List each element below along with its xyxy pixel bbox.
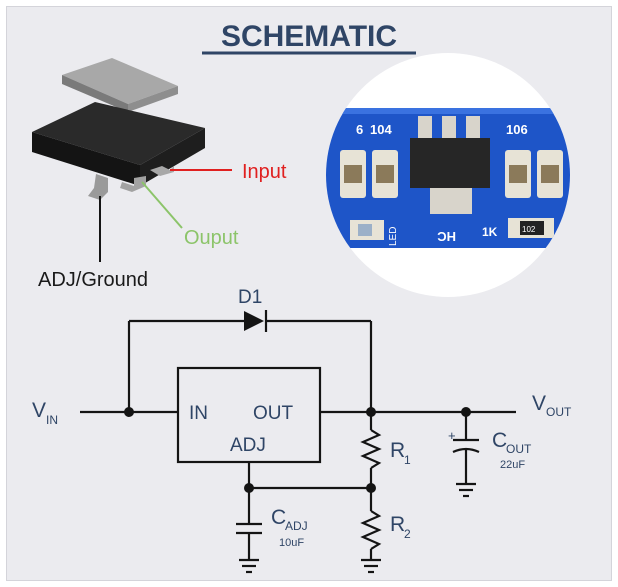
ground-cadj (239, 558, 259, 574)
r1-sub: 1 (404, 453, 411, 467)
pin-in-label: IN (189, 403, 208, 424)
sot223-package (32, 58, 205, 200)
vout-sub: OUT (546, 405, 572, 419)
output-pointer-line (141, 181, 183, 229)
junction-vin (124, 407, 134, 417)
output-label: Ouput (184, 227, 239, 249)
cadj-value: 10uF (279, 537, 304, 549)
silk-104: 104 (370, 122, 392, 137)
r1-label: R (390, 439, 405, 462)
vin-label: V (32, 399, 46, 422)
vout-label: V (532, 392, 546, 415)
r1-symbol (360, 429, 382, 469)
silk-1k: 1K (482, 225, 498, 239)
lead-output (120, 176, 146, 192)
diode-symbol (244, 311, 264, 331)
r2-sub: 2 (404, 527, 411, 541)
regulator-chip (410, 138, 490, 188)
pin-out-label: OUT (253, 403, 294, 424)
package-body-top (32, 102, 205, 165)
cadj-label: C (271, 506, 286, 529)
board-closeup: 6 104 106 1K 102 LED HC (326, 53, 570, 297)
page-title: SCHEMATIC (221, 20, 397, 53)
r2-label: R (390, 513, 405, 536)
silk-102: 102 (522, 225, 536, 234)
lead-adj-ground (88, 174, 108, 200)
cout-sub: OUT (506, 442, 532, 456)
cout-label: C (492, 429, 507, 452)
r2-symbol (360, 510, 382, 550)
adj-ground-label: ADJ/Ground (38, 269, 148, 291)
circuit: D1 V IN IN OUT ADJ V OUT R 1 (32, 287, 572, 574)
junction-r1-r2 (366, 483, 376, 493)
lead-input (150, 166, 174, 176)
pin-adj-label: ADJ (230, 435, 266, 456)
cout-polarity: + (448, 428, 456, 443)
diode-label: D1 (238, 287, 262, 308)
regulator-tab-pad (430, 188, 472, 214)
silk-106: 106 (506, 122, 528, 137)
silk-led: LED (388, 227, 399, 246)
silk-hc: HC (437, 229, 456, 244)
cadj-sub: ADJ (285, 519, 308, 533)
ground-r2 (361, 558, 381, 574)
vin-sub: IN (46, 413, 58, 427)
cout-value: 22uF (500, 459, 525, 471)
input-label: Input (242, 161, 287, 183)
silk-prefix: 6 (356, 122, 363, 137)
ground-cout (456, 482, 476, 498)
package-tab (62, 58, 178, 104)
